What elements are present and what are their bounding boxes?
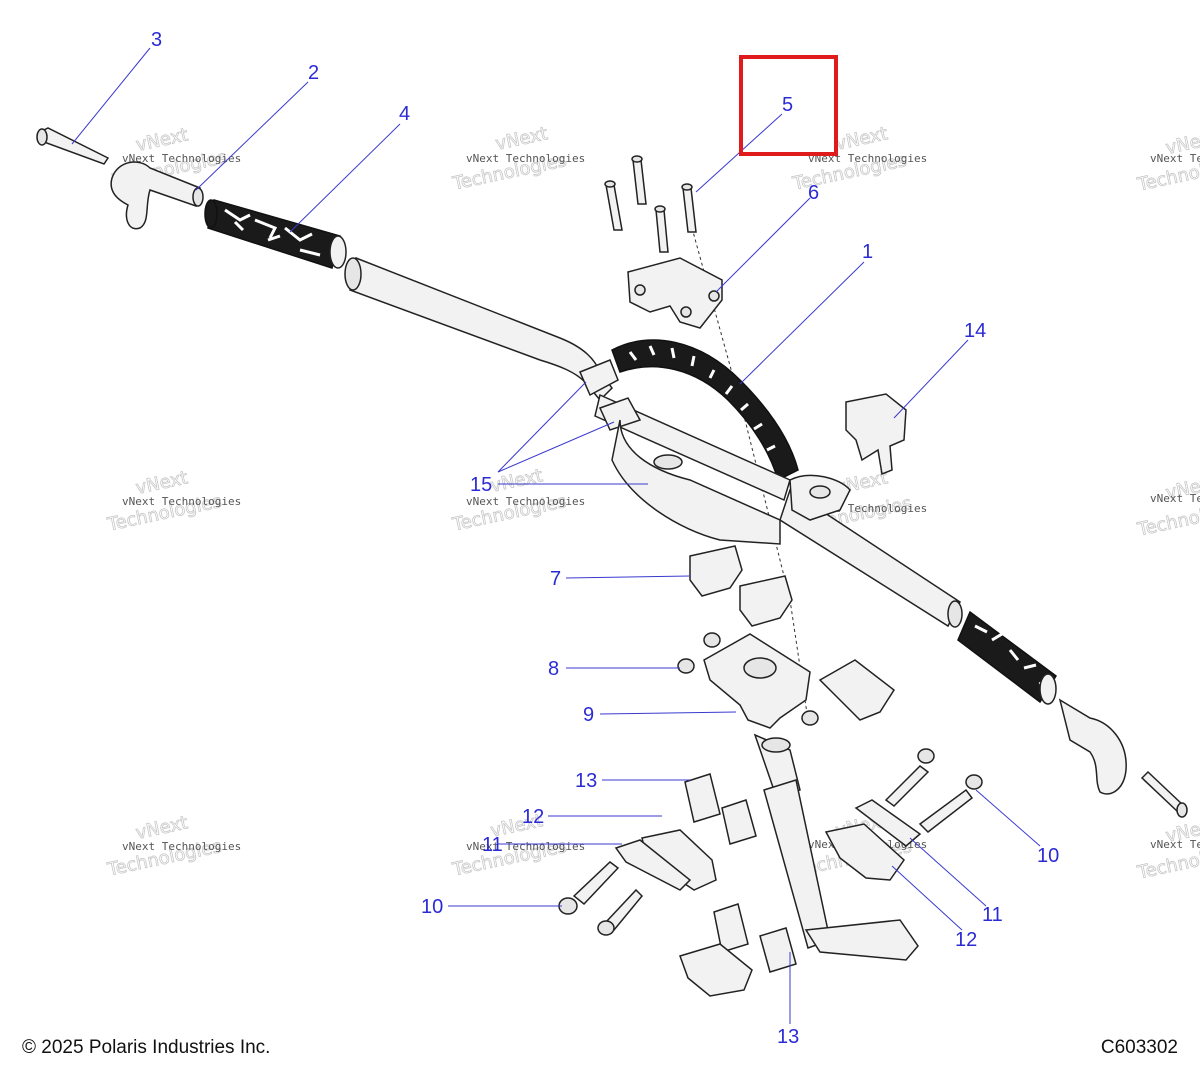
part-7-clamps: [689, 545, 793, 627]
watermark-text: vNext Technologies: [1150, 492, 1200, 505]
part-14-cover: [845, 393, 907, 476]
callout-3: 3: [151, 29, 162, 51]
steering-column: [753, 733, 919, 961]
watermark-text: vNext Technologies: [1150, 838, 1200, 851]
callout-12-right: 12: [955, 929, 977, 951]
part-1-handlebar: [344, 256, 963, 628]
watermark-text: vNext Technologies: [466, 495, 585, 508]
callout-10-left: 10: [421, 896, 443, 918]
watermark-text: vNext Technologies: [122, 840, 241, 853]
part-8-nuts: [677, 632, 819, 726]
watermark-text: vNext Technologies: [466, 840, 585, 853]
part-15-risers: [579, 359, 851, 545]
callout-2: 2: [308, 62, 319, 84]
part-4-grip-right: [957, 610, 1057, 705]
part-9-bracket: [703, 633, 896, 729]
part-13-bushings: [684, 773, 797, 973]
watermark-big: vNext: [494, 123, 550, 154]
watermark-text: vNext Technologies: [466, 152, 585, 165]
callout-4: 4: [399, 103, 410, 125]
callout-13-lower: 13: [777, 1026, 799, 1048]
callouts: 3 2 4 5 6 1 14 15 7 8 9 13 12 11 10 10 1…: [151, 29, 1059, 1048]
watermark-text: vNext Technologies: [1150, 152, 1200, 165]
part-5-bolts: [604, 155, 697, 253]
part-11-plates: [614, 799, 922, 891]
callout-6: 6: [808, 182, 819, 204]
part-2-lever-left: [110, 161, 204, 230]
part-10-bolts: [558, 748, 983, 936]
callout-12-left: 12: [522, 806, 544, 828]
watermark-text: vNext Technologies: [122, 152, 241, 165]
leader-lines: [71, 47, 1041, 1024]
watermark-big: vNext: [489, 465, 545, 496]
callout-7: 7: [550, 568, 561, 590]
callout-10-right: 10: [1037, 845, 1059, 867]
callout-11-left: 11: [482, 834, 503, 856]
highlight-box: [739, 55, 838, 156]
callout-8: 8: [548, 658, 559, 680]
part-12-clamp-blocks: [641, 823, 905, 997]
part-6-top-clamp: [627, 257, 723, 329]
callout-1: 1: [862, 241, 873, 263]
callout-5: 5: [782, 94, 793, 116]
callout-15: 15: [470, 474, 492, 496]
callout-9: 9: [583, 704, 594, 726]
watermark-text: vNext Technologies: [122, 495, 241, 508]
part-3-bolt-left: [36, 127, 110, 165]
bolt-right: [1140, 770, 1188, 818]
assembly-axis-line: [691, 227, 809, 721]
watermark-big: vNext: [834, 123, 890, 154]
lever-right: [1058, 698, 1127, 795]
callout-13-upper: 13: [575, 770, 597, 792]
part-4-grip-left: [204, 199, 347, 269]
callout-14: 14: [964, 320, 986, 342]
copyright-text: © 2025 Polaris Industries Inc.: [22, 1037, 271, 1058]
callout-11-right: 11: [982, 904, 1003, 926]
figure-code: C603302: [1100, 1037, 1178, 1058]
